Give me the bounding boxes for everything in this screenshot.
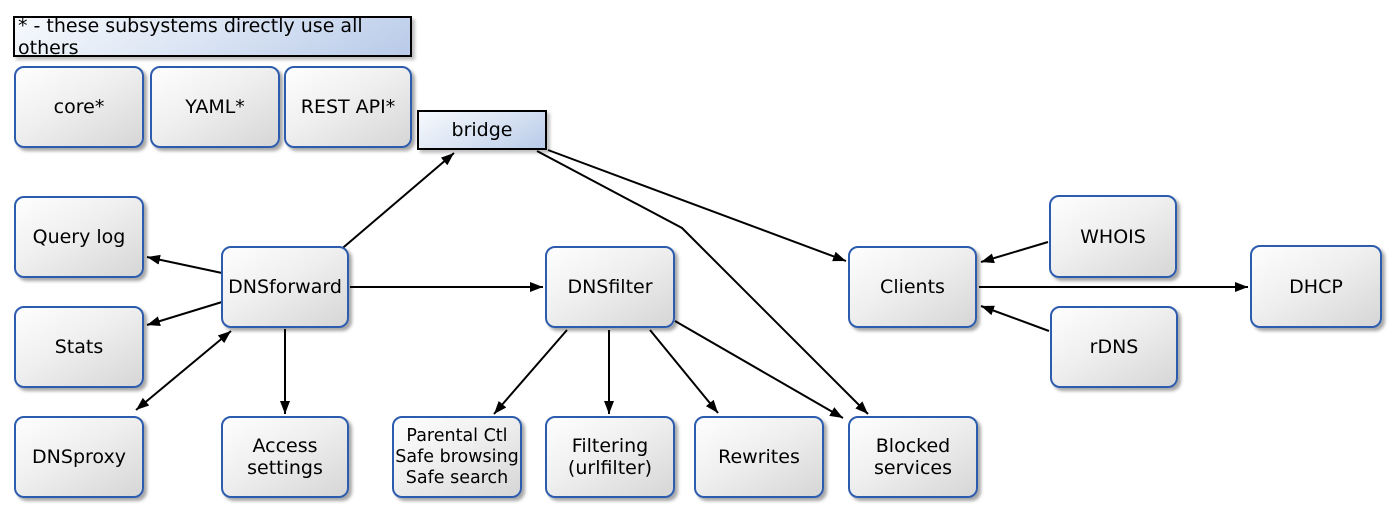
node-access-settings: Access settings [221,416,349,498]
edge-dnsfilter-parental [493,329,568,415]
node-rewrites: Rewrites [694,416,824,498]
node-clients: Clients [848,246,977,328]
edge-bridge-blocked-services [536,150,869,415]
node-blocked-services: Blocked services [848,416,978,498]
edge-whois-clients [980,241,1049,264]
edge-dnsforward-bridge [337,152,455,253]
edge-dnsproxy-dnsforward [135,330,232,411]
node-parental-safebrowsing-safesearch: Parental Ctl Safe browsing Safe search [392,416,522,498]
edge-bridge-clients [547,149,847,262]
edge-dnsfilter-rewrites [649,329,719,414]
node-dnsproxy: DNSproxy [14,416,144,498]
node-whois: WHOIS [1049,195,1177,278]
edge-dnsforward-stats [146,301,223,326]
node-stats: Stats [14,306,144,388]
node-rdns: rDNS [1050,306,1178,388]
node-rest-api: REST API* [284,66,412,148]
node-dnsforward: DNSforward [221,246,349,328]
node-yaml: YAML* [150,66,280,148]
node-dhcp: DHCP [1250,245,1382,328]
legend-note: * - these subsystems directly use all ot… [13,15,412,59]
edge-dnsfilter-blocked-services [674,320,844,419]
edge-rdns-clients [980,305,1050,332]
node-core: core* [14,66,144,148]
node-bridge: bridge [417,110,547,150]
node-query-log: Query log [14,196,144,278]
node-filtering-urlfilter: Filtering (urlfilter) [545,416,675,498]
edge-dnsforward-query-log [146,254,223,274]
node-dnsfilter: DNSfilter [545,246,675,328]
